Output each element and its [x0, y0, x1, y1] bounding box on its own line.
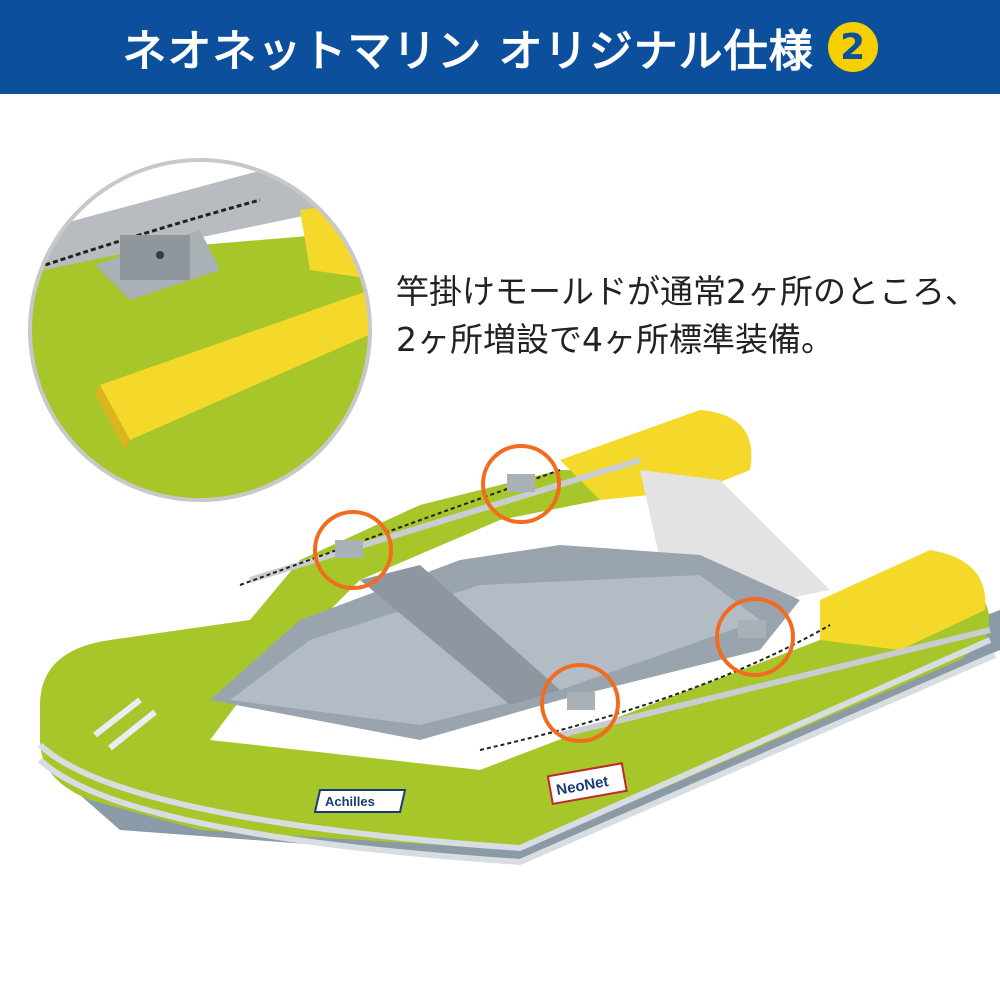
banner-title: ネオネットマリン オリジナル仕様 [122, 26, 814, 77]
rod-mold-1 [335, 540, 363, 558]
neonet-sticker: NeoNet [546, 762, 628, 806]
brand-label: Achilles [325, 794, 375, 809]
spec-number-badge: 2 [827, 22, 878, 72]
caption-line-2: 2ヶ所増設で4ヶ所標準装備。 [396, 320, 834, 359]
rod-mold-4 [567, 692, 595, 710]
title-banner: ネオネットマリン オリジナル仕様 2 [0, 0, 1000, 94]
highlight-circle-1 [313, 510, 393, 590]
highlight-circle-3 [715, 597, 795, 677]
caption-line-1: 竿掛けモールドが通常2ヶ所のところ、 [396, 272, 978, 311]
feature-description: 竿掛けモールドが通常2ヶ所のところ、 2ヶ所増設で4ヶ所標準装備。 [396, 268, 996, 364]
rod-mold-2 [507, 474, 535, 492]
inflatable-boat: Achilles NeoNet [37, 410, 1000, 866]
highlight-circle-4 [540, 663, 620, 743]
rod-mold-3 [738, 620, 766, 638]
highlight-circle-2 [481, 444, 561, 524]
achilles-logo: Achilles [313, 789, 407, 813]
product-photo: Achilles NeoNet [28, 158, 1000, 866]
detail-inset [28, 158, 372, 502]
